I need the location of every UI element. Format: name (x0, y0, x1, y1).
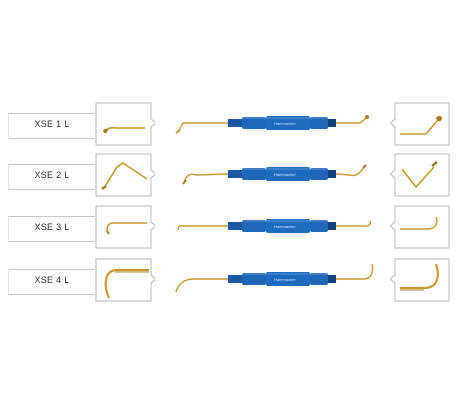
dental-instrument-icon: Hammacher (170, 258, 382, 302)
dental-instrument-icon: Hammacher (170, 205, 382, 249)
instrument-tip-detail-left-icon (95, 102, 155, 146)
instrument-row: XSE 2 L Hammacher (0, 153, 458, 201)
instrument-label: XSE 2 L (34, 170, 70, 180)
instrument-label-box: XSE 2 L (8, 164, 95, 190)
instrument-label: XSE 1 L (34, 119, 70, 129)
instrument-label-box: XSE 3 L (8, 216, 95, 242)
instrument-tip-detail-right-icon (390, 258, 450, 302)
instrument-tip-detail-right-icon (390, 153, 450, 197)
brand-mark: Hammacher (274, 277, 296, 282)
instrument-tip-detail-left-icon (95, 205, 155, 249)
brand-mark: Hammacher (274, 172, 296, 177)
instrument-label: XSE 4 L (34, 275, 70, 285)
instrument-row: XSE 4 L Hammacher (0, 258, 458, 306)
instrument-row: XSE 1 L Hammacher (0, 102, 458, 150)
instrument-tip-detail-right-icon (390, 102, 450, 146)
instrument-row: XSE 3 L Hammacher (0, 205, 458, 253)
instrument-label-box: XSE 4 L (8, 269, 95, 295)
instrument-label-box: XSE 1 L (8, 113, 95, 139)
brand-mark: Hammacher (274, 121, 296, 126)
instrument-label: XSE 3 L (34, 222, 70, 232)
instrument-tip-detail-left-icon (95, 258, 155, 302)
dental-instrument-icon: Hammacher (170, 153, 382, 197)
instrument-tip-detail-left-icon (95, 153, 155, 197)
brand-mark: Hammacher (274, 224, 296, 229)
dental-instrument-icon: Hammacher (170, 102, 382, 146)
instrument-tip-detail-right-icon (390, 205, 450, 249)
